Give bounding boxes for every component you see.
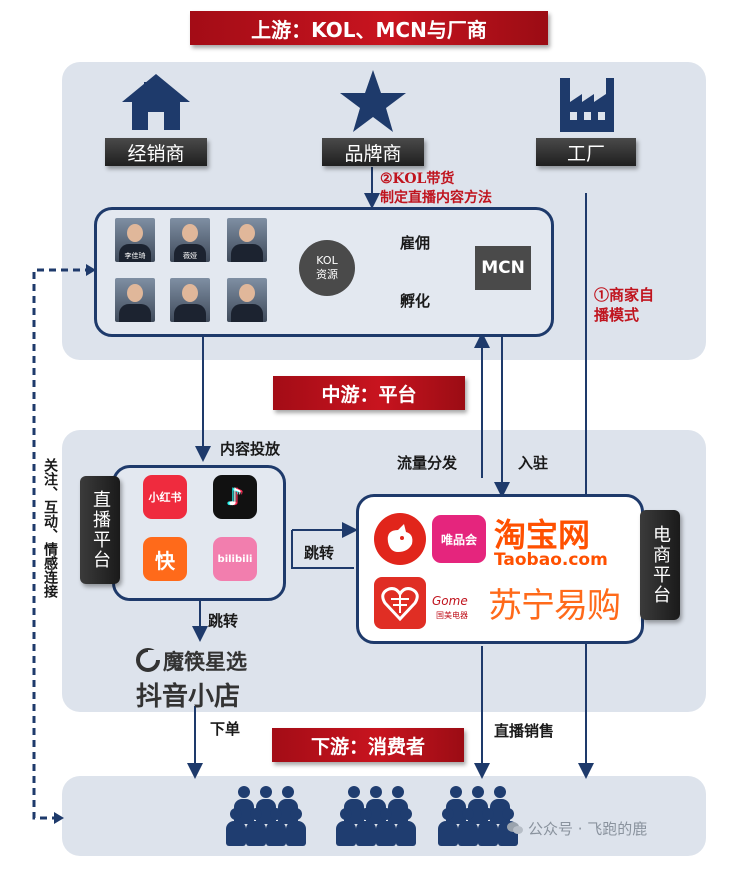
- consumer-group-icon: [226, 786, 306, 848]
- kuaishou-label: 快: [155, 548, 175, 573]
- traffic-label: 流量分发: [397, 454, 458, 472]
- kol-photo-caption: 李佳琦: [124, 252, 146, 260]
- settle-label: 入驻: [518, 454, 549, 472]
- xiaohongshu-label: 小红书: [148, 491, 182, 504]
- vip-icon: 唯品会: [432, 515, 486, 563]
- midstream-banner: 中游：平台: [273, 376, 465, 410]
- incubate-label: 孵化: [400, 292, 431, 310]
- dealer-label: 经销商: [105, 138, 207, 166]
- downstream-banner-text: 下游：消费者: [310, 735, 425, 758]
- consumer-group-icon: [438, 786, 518, 848]
- watermark-text: 公众号 · 飞跑的鹿: [528, 820, 648, 838]
- factory-label-text: 工厂: [566, 142, 605, 165]
- dealer-label-text: 经销商: [127, 142, 185, 165]
- bilibili-icon: bilibili: [213, 537, 257, 581]
- taobao-main: 淘宝网: [494, 516, 591, 554]
- gome-sub: 国美电器: [436, 611, 468, 620]
- ecom-platform-label: 电商平台: [640, 510, 680, 620]
- merchant-note-line1: ①商家自: [594, 286, 655, 304]
- vip-label: 唯品会: [440, 532, 477, 547]
- pinduoduo-heart-icon: [381, 587, 419, 621]
- midstream-banner-text: 中游：平台: [321, 383, 417, 406]
- brand-label-text: 品牌商: [344, 142, 402, 165]
- brand-label: 品牌商: [322, 138, 424, 166]
- kol-photo: [170, 278, 210, 322]
- jump-label-down: 跳转: [208, 612, 239, 630]
- kol-note-line2: 制定直播内容方法: [380, 190, 492, 206]
- mcn-label: MCN: [481, 258, 525, 278]
- tiktok-label: ♪: [227, 483, 243, 511]
- xiaohongshu-icon: 小红书: [143, 475, 187, 519]
- upstream-banner-text: 上游：KOL、MCN与厂商: [251, 17, 487, 42]
- kol-resource-circle: KOL 资源: [299, 240, 355, 296]
- taobao-sub: Taobao.com: [494, 550, 608, 570]
- live-platform-box: [112, 465, 286, 601]
- live-platform-label-text: 直播平台: [90, 490, 111, 570]
- kol-photo: 薇娅: [170, 218, 210, 262]
- wechat-icon: [507, 822, 523, 834]
- ecom-platform-label-text: 电商平台: [650, 525, 671, 605]
- order-label: 下单: [210, 720, 241, 738]
- suning-logo: 苏宁易购: [488, 586, 621, 626]
- content-label: 内容投放: [220, 440, 281, 458]
- mo-label: 魔筷星选: [163, 650, 247, 674]
- kol-note-line1: ②KOL带货: [380, 171, 455, 187]
- kol-resource-line2: 资源: [316, 268, 338, 281]
- employ-label: 雇佣: [400, 234, 431, 252]
- mcn-box: MCN: [475, 246, 531, 290]
- kol-resource-line1: KOL: [316, 254, 338, 267]
- downstream-banner: 下游：消费者: [272, 728, 464, 762]
- kol-photo: [115, 278, 155, 322]
- kol-photo: 李佳琦: [115, 218, 155, 262]
- star-icon: [340, 70, 406, 132]
- kuaishou-icon: 快: [143, 537, 187, 581]
- consumer-group-icon: [336, 786, 416, 848]
- tiktok-icon: ♪: [213, 475, 257, 519]
- live-platform-label: 直播平台: [80, 476, 120, 584]
- side-label: 关注、互动、情感连接: [42, 458, 58, 598]
- house-icon: [122, 74, 190, 130]
- kol-photo: [227, 278, 267, 322]
- bilibili-label: bilibili: [217, 553, 253, 565]
- merchant-note-line2: 播模式: [594, 306, 640, 324]
- factory-label: 工厂: [536, 138, 636, 166]
- upstream-banner: 上游：KOL、MCN与厂商: [190, 11, 548, 45]
- gome-logo: Gome: [432, 594, 468, 608]
- jd-dog-icon: [387, 524, 413, 552]
- kol-photo: [227, 218, 267, 262]
- mo-logo-icon: [136, 648, 160, 672]
- jump-label-mid: 跳转: [304, 544, 335, 562]
- factory-icon: [560, 78, 614, 132]
- live-sales-label: 直播销售: [494, 722, 555, 740]
- douyin-label: 抖音小店: [136, 682, 241, 712]
- kol-photo-caption: 薇娅: [183, 252, 197, 260]
